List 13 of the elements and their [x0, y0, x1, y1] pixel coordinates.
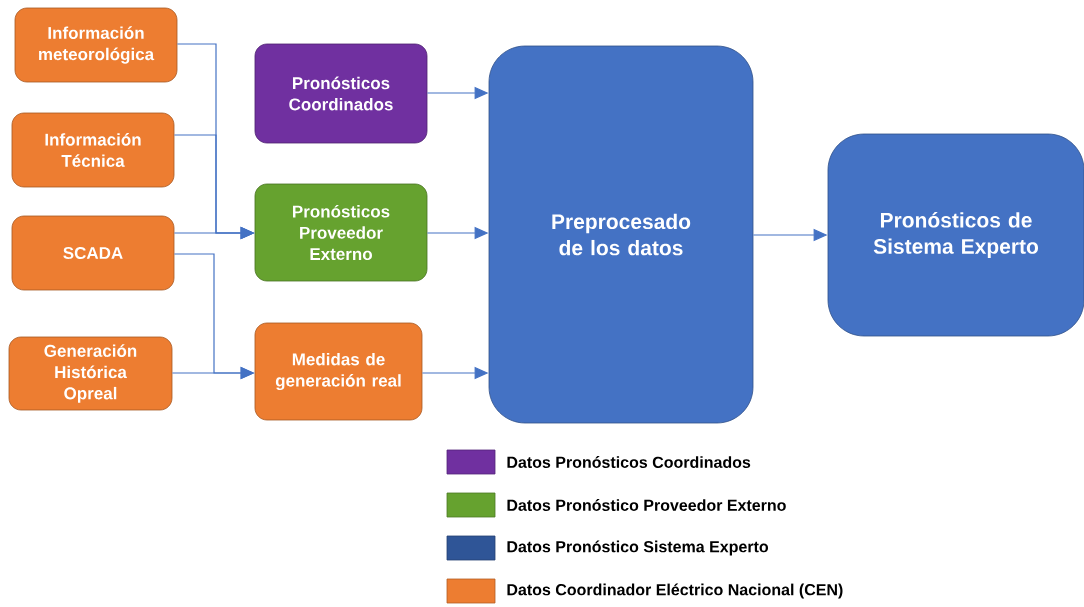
source-box: Generación Histórica Opreal [8, 336, 173, 411]
forecast-box: Pronósticos Coordinados [254, 43, 428, 144]
legend-text: Datos Pronóstico Sistema Experto [507, 540, 769, 556]
process-box: Preprocesado de los datos [488, 45, 754, 424]
legend-text: Datos Pronósticos Coordinados [507, 456, 751, 468]
legend-text: Datos Coordinador Eléctrico Nacional (CEN) [507, 583, 843, 599]
source-box: SCADA [11, 215, 175, 291]
source-box: Información Técnica [11, 112, 175, 188]
output-box: Pronósticos de Sistema Experto [827, 133, 1084, 337]
forecast-box: Pronósticos Proveedor Externo [254, 183, 428, 282]
legend-text: Datos Pronóstico Proveedor Externo [507, 499, 786, 511]
measurement-box: Medidas de generación real [254, 322, 423, 421]
source-box: Información meteorológica [14, 7, 178, 83]
